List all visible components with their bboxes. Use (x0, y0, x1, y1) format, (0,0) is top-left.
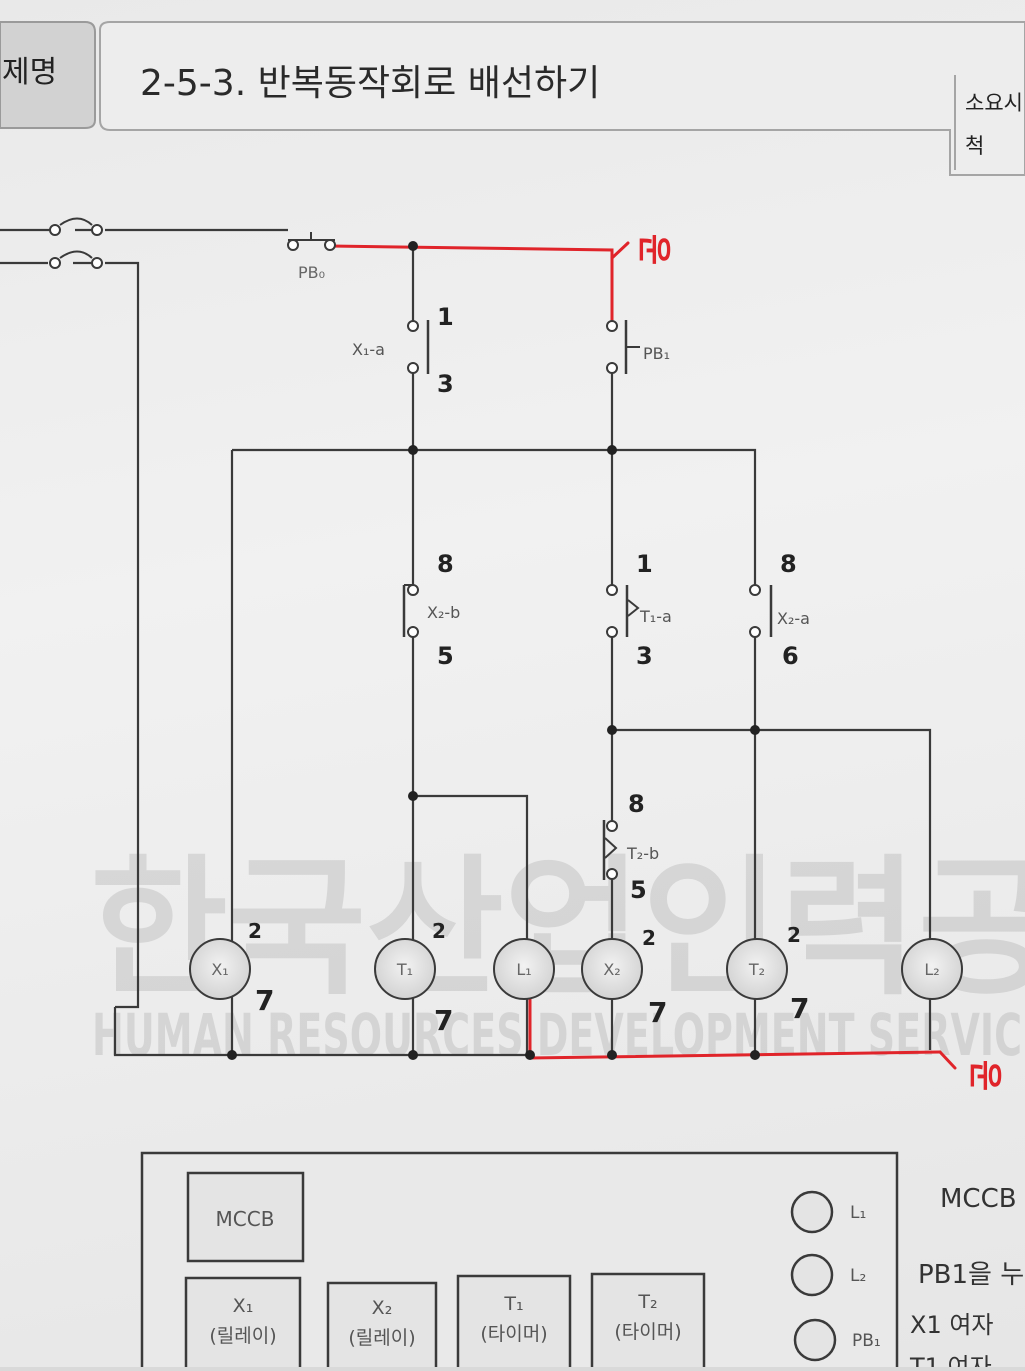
x1-relay-box (184, 1276, 302, 1371)
coil-x2-label: X₂ (603, 960, 620, 979)
lamp-l2-label: L₂ (850, 1266, 866, 1286)
note-pb1: PB1을 누 (918, 1260, 1024, 1290)
x1a-pin-top: 1 (437, 303, 454, 331)
bottom-common-label: 공 (967, 1060, 1007, 1091)
watermark: 한국산업인력공 HUMAN RESOURCES DEVELOPMENT SERV… (90, 842, 1025, 1069)
lamp-l1 (790, 1190, 834, 1234)
t1a-pin-top: 1 (636, 550, 653, 578)
coil-t1: T₁ 2 7 (374, 919, 453, 1037)
coil-t1-label: T₁ (396, 960, 413, 979)
t2-pin-bottom: 7 (790, 992, 809, 1025)
x1-relay-name: X₁ (233, 1295, 254, 1317)
x2b-label: X₂-b (427, 603, 460, 622)
t1-pin-bottom: 7 (434, 1004, 453, 1037)
coil-t2: T₂ 2 7 (726, 923, 809, 1025)
lamp-l2 (790, 1253, 834, 1297)
x2-relay-name: X₂ (372, 1297, 393, 1319)
coil-x2: X₂ 2 7 (581, 926, 667, 1029)
header-side-label-2: 척 (965, 134, 984, 158)
t1a-pin-bottom: 3 (636, 642, 653, 670)
pushbutton-pb1 (793, 1318, 837, 1362)
note-x1: X1 여자 (910, 1311, 994, 1339)
x2a-pin-top: 8 (780, 550, 797, 578)
supply-line-return (0, 261, 140, 1009)
x2-pin-bottom: 7 (648, 996, 667, 1029)
coil-x1: X₁ 2 7 (189, 919, 274, 1017)
x1-relay-type: (릴레이) (209, 1325, 276, 1347)
note-mccb: MCCB (940, 1184, 1017, 1214)
lamp-l1-label: L₁ (850, 1203, 866, 1223)
x2-relay-box (326, 1281, 438, 1371)
pb1-contact: PB₁ (606, 320, 670, 374)
component-layout-box: MCCB X₁ (릴레이) X₂ (릴레이) T₁ (타이머) T₂ (타이머)… (140, 1151, 899, 1371)
x2b-contact: X₂-b 8 5 (402, 550, 460, 670)
l2-feed (612, 728, 932, 942)
junction-dots (227, 241, 760, 1060)
x2b-pin-top: 8 (437, 550, 454, 578)
x1-pin-top: 2 (248, 919, 262, 943)
pb1-label: PB₁ (643, 344, 670, 363)
right-handwritten-notes: MCCB PB1을 누 X1 여자 T1 여자 (909, 1184, 1024, 1371)
x2a-pin-bottom: 6 (782, 642, 799, 670)
l1-feed (413, 794, 529, 942)
header: 제명 2-5-3. 반복동작회로 배선하기 소요시 척 (0, 21, 1025, 176)
header-side-label-1: 소요시 (965, 91, 1023, 115)
x2b-pin-bottom: 5 (437, 642, 454, 670)
x1-pin-bottom: 7 (255, 984, 274, 1017)
pushbutton-pb1-label: PB₁ (852, 1331, 881, 1351)
t2-timer-name: T₂ (637, 1291, 657, 1313)
mccb-breaker-symbol (49, 217, 103, 269)
coil-t2-label: T₂ (748, 960, 765, 979)
t1a-contact: T₁-a 1 3 (606, 550, 672, 670)
header-title-box (99, 21, 1025, 176)
t2b-pin-bottom: 5 (630, 876, 647, 904)
t2b-contact: T₂-b 8 5 (602, 790, 659, 904)
t2b-pin-top: 8 (628, 790, 645, 818)
control-bus (232, 448, 757, 585)
mccb-box-label: MCCB (216, 1207, 275, 1231)
t1-timer-name: T₁ (503, 1293, 523, 1315)
x2-pin-top: 2 (642, 926, 656, 950)
coil-l2-label: L₂ (924, 960, 939, 979)
t2-timer-box (590, 1272, 706, 1371)
x2a-label: X₂-a (777, 609, 810, 628)
t1-pin-top: 2 (432, 919, 446, 943)
coil-l1: L₁ (493, 938, 555, 1000)
coil-l2: L₂ (901, 938, 963, 1000)
coil-x1-label: X₁ (211, 960, 228, 979)
x1a-label: X₁-a (352, 340, 385, 359)
coils: X₁ 2 7 T₁ 2 7 L₁ X₂ 2 7 T₂ 2 7 L₂ (189, 919, 963, 1037)
watermark-korean: 한국산업인력공 (90, 842, 1025, 1016)
note-t1: T1 여자 (909, 1353, 992, 1367)
t2-pin-top: 2 (787, 923, 801, 947)
x1a-pin-bottom: 3 (437, 370, 454, 398)
circuit-wires (0, 228, 932, 1057)
header-tab-label: 제명 (2, 55, 57, 90)
page-title: 2-5-3. 반복동작회로 배선하기 (140, 63, 600, 104)
header-tab (0, 21, 96, 129)
mccb-box (186, 1171, 305, 1263)
x2a-contact: X₂-a 8 6 (749, 550, 810, 670)
t1a-label: T₁-a (639, 607, 672, 626)
top-common-label: 공 (636, 234, 676, 265)
t2b-label: T₂-b (626, 844, 659, 863)
x1a-contact: X₁-a 1 3 (352, 303, 454, 398)
coil-l1-label: L₁ (516, 960, 531, 979)
t1-timer-type: (타이머) (480, 1323, 547, 1345)
bottom-bus (113, 1007, 530, 1057)
pb0-switch: PB₀ (287, 232, 336, 282)
pb0-label: PB₀ (298, 263, 325, 282)
t2-timer-type: (타이머) (614, 1321, 681, 1343)
x2-relay-type: (릴레이) (348, 1327, 415, 1349)
t1-timer-box (456, 1274, 572, 1371)
